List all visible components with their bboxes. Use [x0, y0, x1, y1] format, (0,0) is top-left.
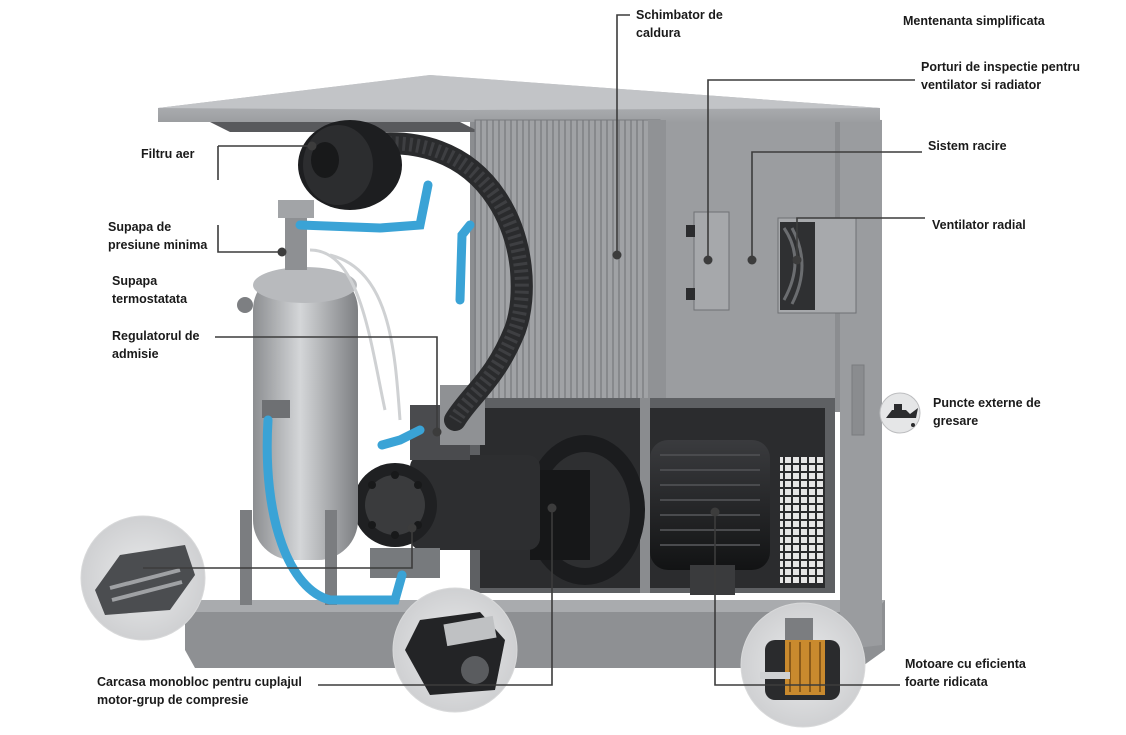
blue-oil-hoses — [262, 180, 475, 605]
label-monobloc-housing: Carcasa monobloc pentru cuplajul motor-g… — [97, 675, 302, 707]
ventilation-grille — [780, 455, 825, 585]
label-maintenance: Mentenanta simplificata — [903, 14, 1045, 28]
coupling-housing — [525, 435, 645, 585]
label-air-filter: Filtru aer — [141, 147, 195, 161]
air-end — [353, 385, 540, 578]
label-radial-fan: Ventilator radial — [932, 218, 1026, 232]
leader-dots — [277, 141, 802, 533]
label-inspection-ports: Porturi de inspectie pentru ventilator s… — [921, 60, 1081, 92]
label-thermostatic-valve: Supapa termostatata — [112, 274, 188, 306]
air-filter — [298, 120, 402, 210]
label-cooling-system: Sistem racire — [928, 139, 1007, 153]
oil-separator-tank — [237, 267, 358, 605]
label-efficient-motors: Motoare cu eficienta foarte ridicata — [905, 657, 1026, 689]
thin-piping — [309, 248, 402, 421]
minimum-pressure-valve — [278, 200, 314, 270]
right-side-panel — [840, 118, 882, 650]
leader-lines — [143, 14, 925, 686]
oil-can-icon — [879, 392, 921, 434]
inspection-port-plate-1 — [686, 211, 730, 311]
inset-efficient-motor — [740, 602, 866, 728]
intake-hose — [329, 132, 533, 431]
label-greasing-points: Puncte externe de gresare — [933, 396, 1041, 428]
inset-monobloc-housing — [392, 587, 518, 713]
label-intake-regulator: Regulatorul de admisie — [112, 329, 200, 361]
label-min-pressure-valve: Supapa de presiune minima — [108, 220, 208, 252]
electric-motor — [650, 440, 770, 595]
radial-fan — [777, 217, 857, 314]
label-heat-exchanger: Schimbator de caldura — [636, 8, 723, 40]
inset-screw-element — [80, 515, 206, 641]
